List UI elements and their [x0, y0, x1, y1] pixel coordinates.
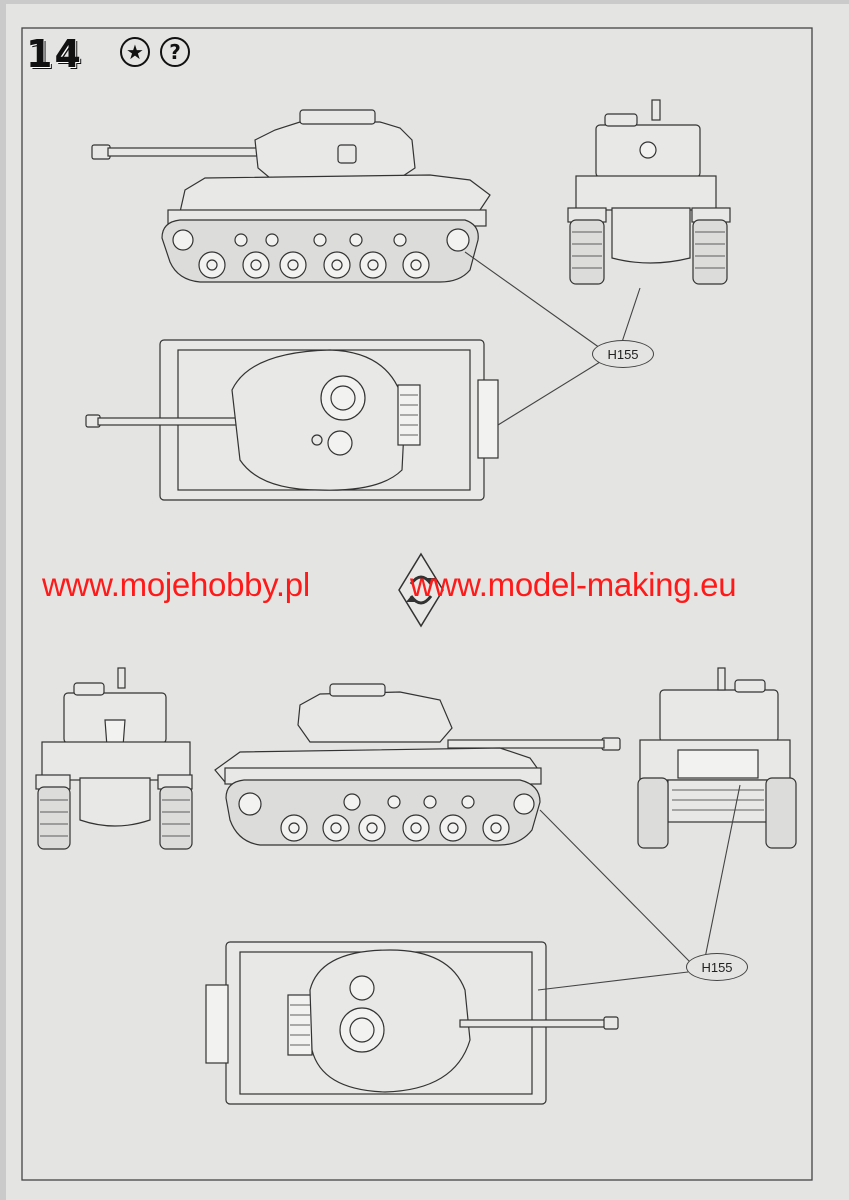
leader-lines-lower: [537, 784, 741, 991]
turn-over-arrow-icon: [398, 552, 444, 628]
watermark-right: www.model-making.eu: [410, 566, 737, 603]
tank-side-view-right: [214, 683, 621, 846]
part-callout-upper: H155: [592, 340, 654, 368]
step-number: 14: [26, 32, 83, 76]
part-callout-lower: H155: [686, 953, 748, 981]
question-badge-icon: ?: [160, 37, 190, 67]
tank-rear-view-lower: [637, 667, 797, 849]
star-badge-icon: ★: [120, 37, 150, 67]
watermark-left: www.mojehobby.pl: [42, 566, 310, 603]
leader-lines-upper: [464, 251, 641, 426]
tank-front-view-upper: [567, 99, 731, 285]
tank-top-view-lower: [205, 941, 619, 1105]
page-frame: [21, 27, 813, 1181]
tank-side-view-left: [91, 109, 491, 283]
tank-front-view-lower: [35, 667, 193, 850]
tank-top-view-upper: [85, 339, 499, 501]
